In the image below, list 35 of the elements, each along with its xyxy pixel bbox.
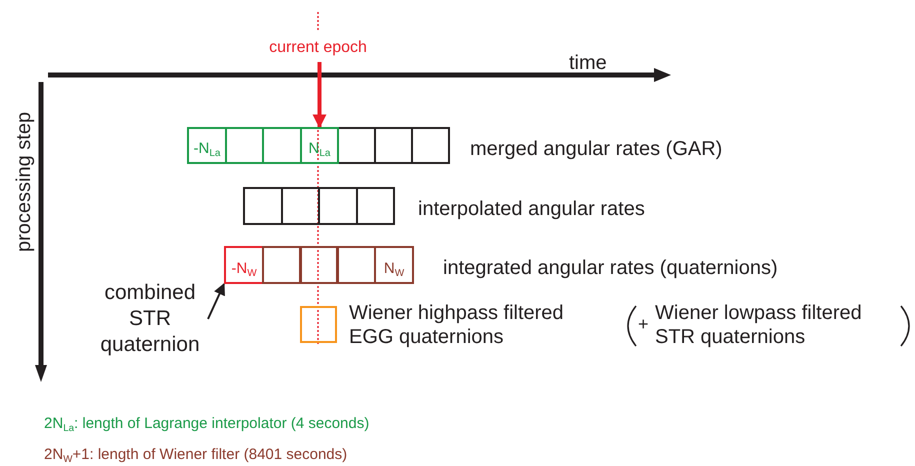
sample-cell [224,246,264,284]
sample-cell [187,127,227,164]
cell-label: -N$_{W}$ [231,261,257,281]
empty-cell [411,127,450,164]
empty-cell [300,306,337,343]
arrow [312,62,326,128]
sample-cell [374,246,414,284]
empty-cell [374,127,413,164]
empty-cell [225,127,264,164]
empty-cell [280,187,320,225]
legend-note: 2N$_{La}$: length of Lagrange interpolator (4 seconds) [44,415,370,435]
cell-label: N$_{W}$ [384,261,404,281]
annotation-text: combined STR quaternion [99,280,201,358]
empty-cell [262,127,302,164]
axis-label: time [569,51,607,75]
axis-label: processing step [12,112,36,252]
row-label: integrated angular rates (quaternions) [443,256,778,280]
empty-cell [356,187,395,225]
sample-cell [300,127,339,164]
cell-label: N$_{La}$ [308,141,330,161]
legend-note: 2N$_{W}$+1: length of Wiener filter (8401 seconds) [44,446,348,466]
row-label: interpolated angular rates [418,197,645,221]
empty-cell [318,187,358,225]
row-label: merged angular rates (GAR) [470,137,722,161]
arrow [207,282,225,320]
empty-cell [299,246,339,284]
empty-cell [337,127,376,164]
empty-cell [262,246,302,284]
annotation-text: current epoch [269,38,367,58]
cell-label: -N$_{La}$ [194,141,220,161]
row-label: Wiener lowpass filtered STR quaternions [655,301,863,349]
row-label: Wiener highpass filtered EGG quaternions [349,301,565,349]
empty-cell [243,187,282,225]
plus-sign: + [638,314,649,336]
empty-cell [336,246,376,284]
